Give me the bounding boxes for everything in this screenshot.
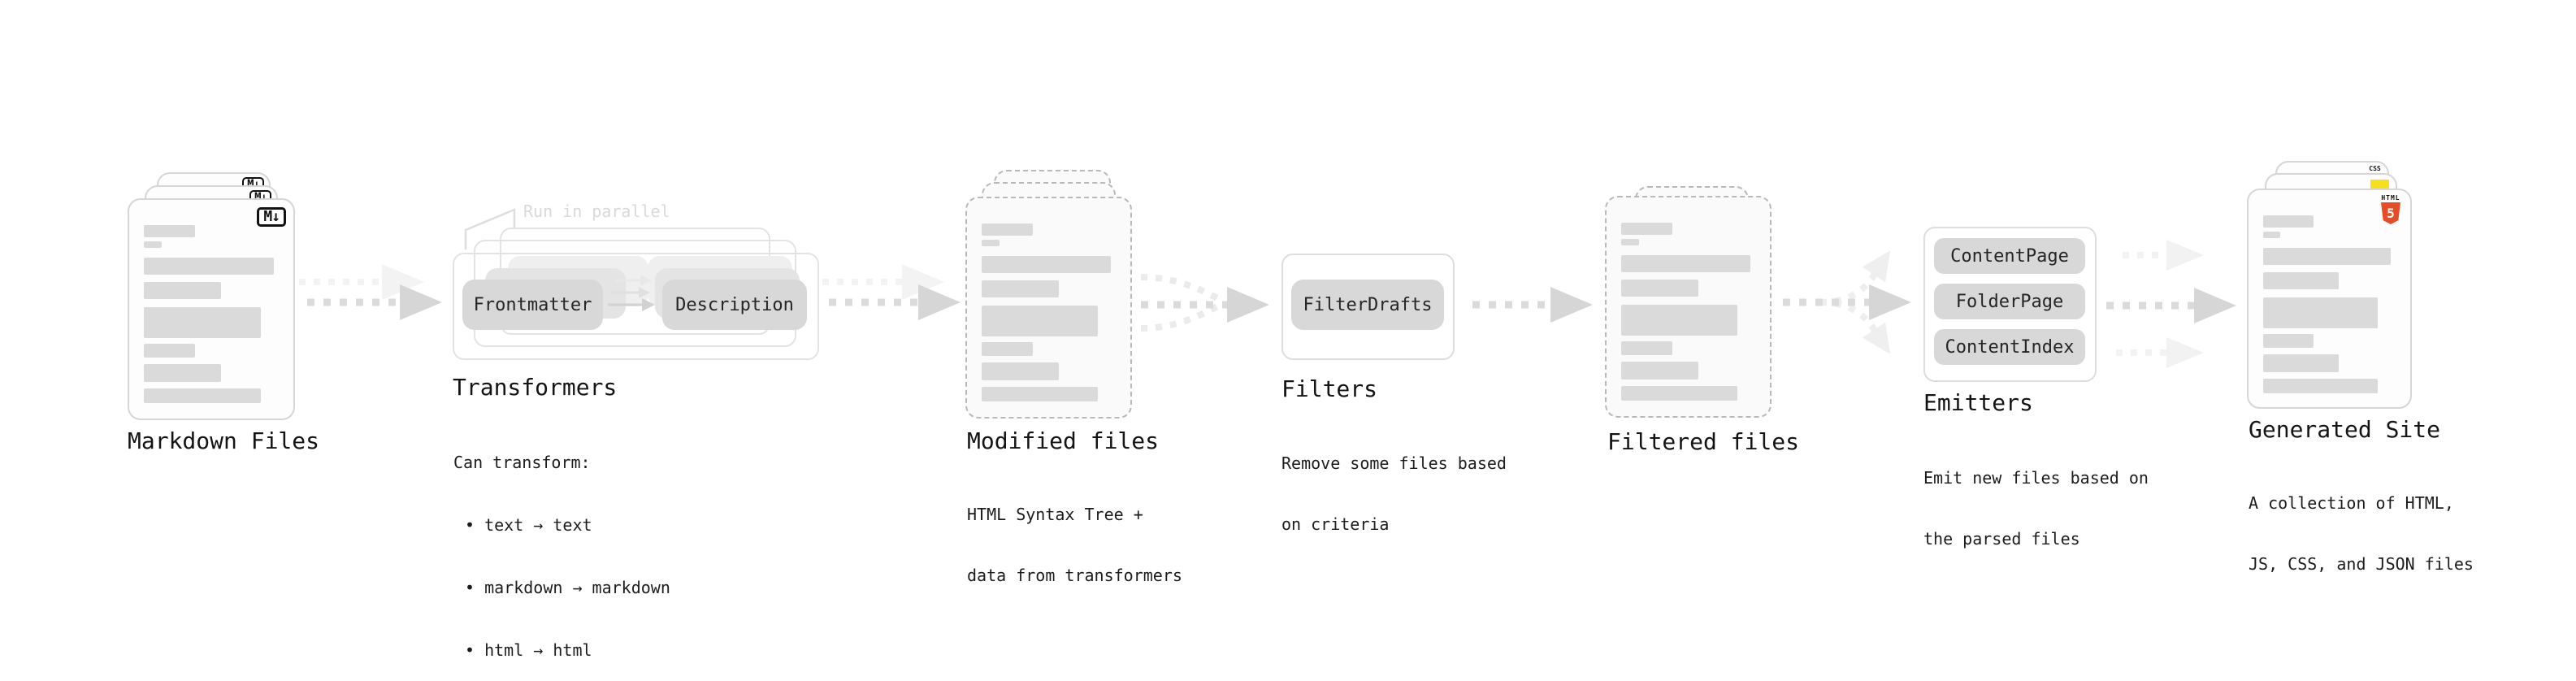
stage-transformers: Frontmatter Description Run in parallel [453, 195, 826, 370]
markdown-file-card-front: M↓ [128, 198, 295, 420]
stage-generated-site: CSS HTML 5 [2247, 161, 2418, 410]
emitter-contentindex-pill: ContentIndex [1934, 329, 2085, 365]
html5-icon: HTML 5 [2380, 194, 2401, 224]
generated-html-card: HTML 5 [2247, 189, 2412, 409]
filters-box [1281, 254, 1455, 360]
text-line-bars [144, 225, 280, 403]
emitter-contentpage-pill: ContentPage [1934, 238, 2085, 274]
emitters-description: Emit new files based on the parsed files [1923, 468, 2149, 549]
stage-modified-files [965, 170, 1136, 419]
emitter-folderpage-pill: FolderPage [1934, 284, 2085, 319]
filters-description: Remove some files based on criteria [1281, 453, 1507, 534]
transformer-frontmatter-pill: Frontmatter [462, 280, 603, 330]
text-line-bars [982, 223, 1117, 401]
text-line-bars [1621, 223, 1756, 401]
modified-files-title: Modified files [967, 427, 1160, 454]
arrow-filters-to-filtered [1472, 287, 1593, 323]
text-line-bars [2263, 215, 2396, 393]
stage-markdown-files: M↓ M↓ M↓ [128, 172, 298, 420]
emitters-box [1923, 227, 2097, 382]
arrow-transformers-to-modified [822, 264, 961, 320]
modified-files-description: HTML Syntax Tree + data from transformer… [967, 505, 1182, 585]
markdown-icon: M↓ [257, 207, 286, 227]
generated-site-description: A collection of HTML, JS, CSS, and JSON … [2249, 493, 2474, 574]
arrow-filtered-to-emitters [1783, 250, 1911, 354]
transformers-description: Can transform: • text → text • markdown … [453, 453, 670, 660]
stage-filtered-files [1605, 186, 1776, 419]
filtered-files-title: Filtered files [1607, 428, 1800, 455]
arrow-modified-to-filters [1140, 274, 1269, 332]
transformer-description-pill: Description [662, 280, 807, 330]
transformers-title: Transformers [453, 374, 618, 401]
arrow-emitters-to-generated [2106, 240, 2236, 368]
markdown-files-title: Markdown Files [128, 427, 320, 454]
filtered-file-card-front [1605, 196, 1772, 418]
modified-file-card-front [965, 197, 1132, 419]
javascript-icon [2370, 180, 2389, 189]
emitters-title: Emitters [1923, 389, 2033, 416]
transformer-box-front [453, 253, 819, 360]
generated-site-title: Generated Site [2249, 416, 2441, 443]
run-in-parallel-note: Run in parallel [523, 202, 670, 221]
filters-title: Filters [1281, 375, 1378, 402]
filter-drafts-pill: FilterDrafts [1291, 280, 1444, 330]
arrow-markdown-to-transformers [299, 264, 442, 320]
